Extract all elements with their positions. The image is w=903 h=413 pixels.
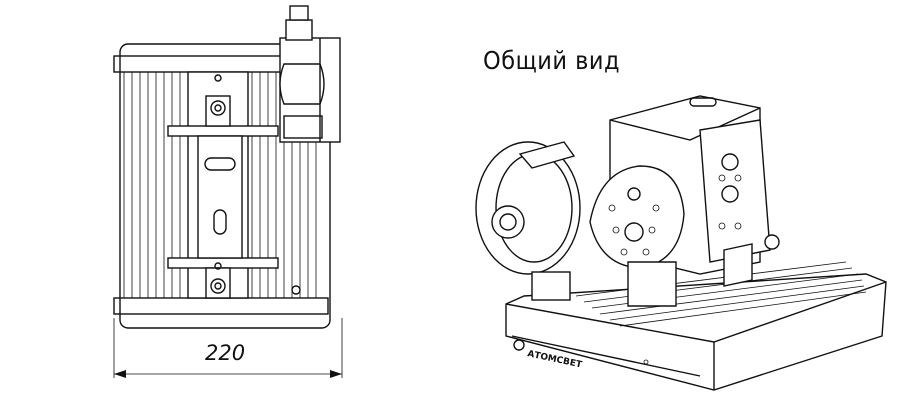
width-dimension-label: 220 bbox=[205, 341, 246, 365]
side-view-drawing bbox=[113, 5, 343, 378]
general-view-drawing: АТОМСВЕТ bbox=[475, 95, 887, 391]
general-view-title: Общий вид bbox=[483, 46, 621, 75]
